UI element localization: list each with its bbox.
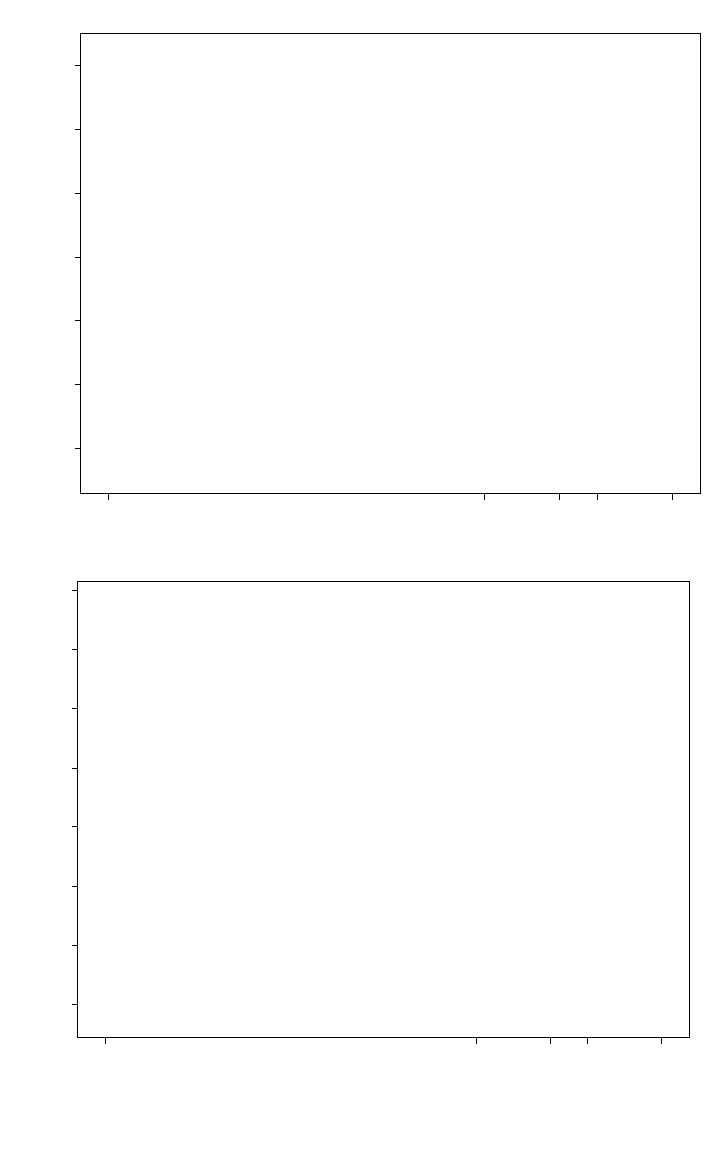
top-plot-y-axis — [75, 65, 80, 449]
top-plot-frame — [80, 33, 701, 494]
top-plot-panel — [75, 33, 701, 500]
bottom-plot-y-axis — [72, 590, 77, 1005]
bottom-plot-frame — [77, 581, 690, 1038]
top-plot-x-axis — [108, 494, 673, 500]
bottom-plot-panel — [72, 581, 690, 1044]
bottom-plot-x-axis — [105, 1038, 662, 1044]
